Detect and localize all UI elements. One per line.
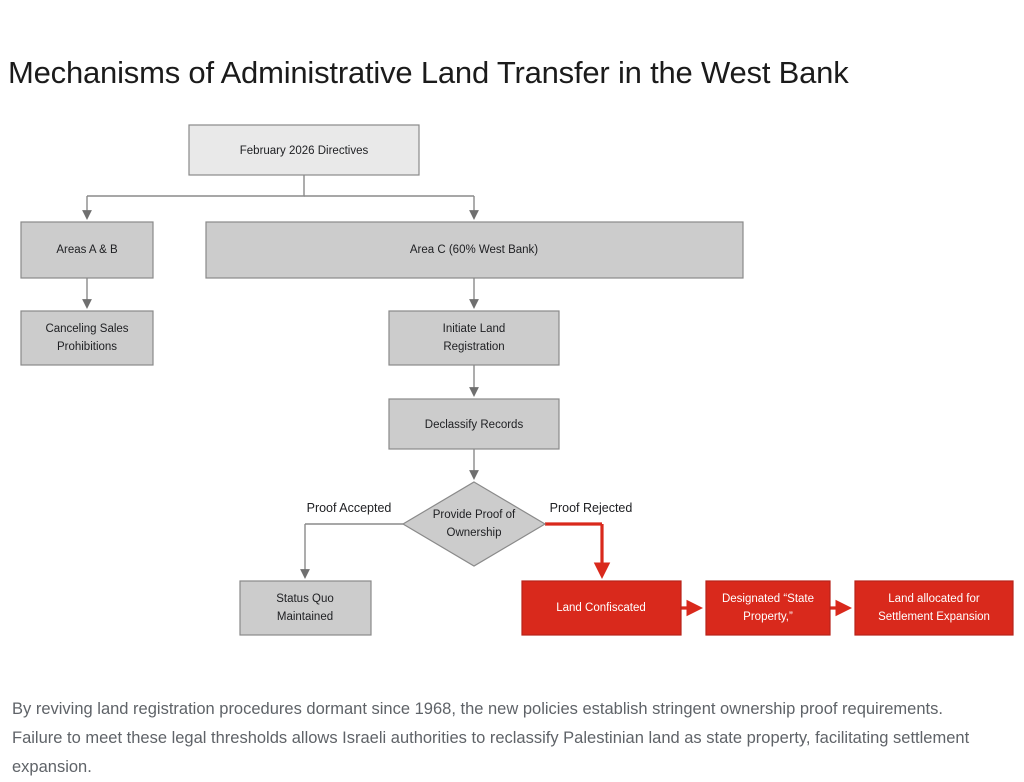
caption-text: By reviving land registration procedures…: [12, 699, 970, 776]
edge-directives-split: [87, 175, 305, 197]
node-canceling-sales-prohibitions-shape: [20, 310, 154, 366]
node-land-confiscated-label: Land Confiscated: [556, 602, 646, 614]
node-status-quo-maintained[interactable]: Status Quo Maintained: [239, 580, 372, 636]
node-directives-label: February 2026 Directives: [240, 145, 369, 157]
flowchart: Proof Accepted Proof Rejected February 2…: [0, 95, 1024, 660]
node-initiate-land-registration-label-line2: Registration: [443, 341, 504, 353]
node-provide-proof-of-ownership-label-line2: Ownership: [447, 527, 502, 539]
node-declassify-records-shape: [388, 398, 560, 450]
node-canceling-sales-prohibitions[interactable]: Canceling Sales Prohibitions: [20, 310, 154, 366]
node-land-allocated-settlement-expansion[interactable]: Land allocated for Settlement Expansion: [854, 580, 1014, 636]
node-canceling-sales-prohibitions-label-line1: Canceling Sales: [45, 323, 128, 335]
node-status-quo-maintained-label-line2: Maintained: [277, 611, 333, 623]
node-designated-state-property[interactable]: Designated “State Property,”: [705, 580, 831, 636]
node-provide-proof-of-ownership-shape: [401, 481, 547, 567]
node-initiate-land-registration[interactable]: Initiate Land Registration: [388, 310, 560, 366]
node-area-c-shape: [205, 221, 744, 279]
node-declassify-records[interactable]: Declassify Records: [388, 398, 560, 450]
node-canceling-sales-prohibitions-label-line2: Prohibitions: [57, 341, 117, 353]
node-land-allocated-settlement-expansion-label-line1: Land allocated for: [888, 593, 980, 605]
node-land-allocated-settlement-expansion-shape: [854, 580, 1014, 636]
edge-label-proof-accepted: Proof Accepted: [307, 501, 392, 515]
node-declassify-records-label: Declassify Records: [425, 419, 524, 431]
node-areas-a-b-label: Areas A & B: [56, 244, 118, 256]
node-designated-state-property-label-line2: Property,”: [743, 611, 793, 623]
node-provide-proof-of-ownership[interactable]: Provide Proof of Ownership: [401, 481, 547, 567]
page-title: Mechanisms of Administrative Land Transf…: [8, 54, 849, 90]
node-status-quo-maintained-shape: [239, 580, 372, 636]
node-land-confiscated[interactable]: Land Confiscated: [521, 580, 682, 636]
node-directives[interactable]: February 2026 Directives: [188, 124, 420, 176]
node-status-quo-maintained-label-line1: Status Quo: [276, 593, 334, 605]
node-land-allocated-settlement-expansion-label-line2: Settlement Expansion: [878, 611, 990, 623]
node-area-c[interactable]: Area C (60% West Bank): [205, 221, 744, 279]
node-initiate-land-registration-shape: [388, 310, 560, 366]
flowchart-svg: Proof Accepted Proof Rejected February 2…: [20, 124, 1014, 636]
edge-label-proof-rejected: Proof Rejected: [550, 501, 633, 515]
node-directives-shape: [188, 124, 420, 176]
node-provide-proof-of-ownership-label-line1: Provide Proof of: [433, 509, 516, 521]
node-areas-a-b[interactable]: Areas A & B: [20, 221, 154, 279]
node-designated-state-property-label-line1: Designated “State: [722, 593, 814, 605]
node-area-c-label: Area C (60% West Bank): [410, 244, 538, 256]
node-designated-state-property-shape: [705, 580, 831, 636]
node-areas-a-b-shape: [20, 221, 154, 279]
node-initiate-land-registration-label-line1: Initiate Land: [443, 323, 506, 335]
connector-group: [82, 175, 852, 617]
node-land-confiscated-shape: [521, 580, 682, 636]
